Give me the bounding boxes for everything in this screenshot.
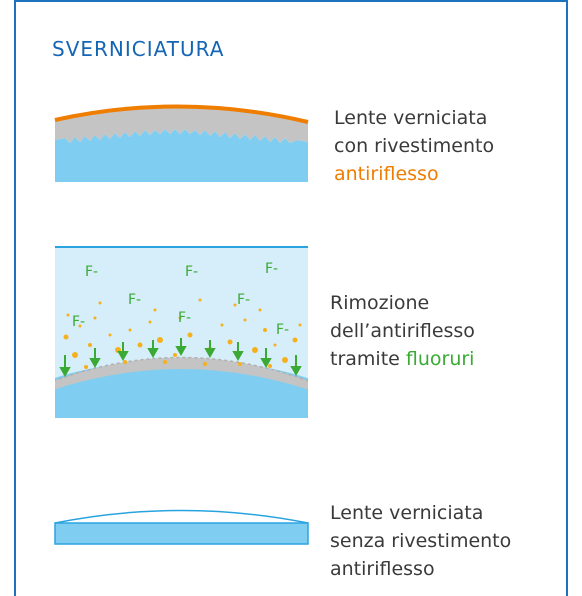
step2-line3-prefix: tramite [330, 348, 406, 370]
fluoride-bath: F- F- F- F- F- F- F- F- [55, 246, 308, 418]
ion-label: F- [185, 264, 198, 280]
ar-coating-line [54, 104, 309, 124]
step1-line2: con rivestimento [334, 135, 495, 157]
panel-frame [14, 0, 568, 596]
ion-label: F- [72, 314, 85, 330]
lens-body-1 [55, 129, 308, 182]
step2-caption: Rimozione dell’antiriflesso tramite fluo… [330, 289, 475, 373]
lens-with-coating [54, 104, 309, 182]
step2-line1: Rimozione [330, 292, 430, 314]
step2-line3: tramite fluoruri [330, 345, 475, 373]
lens-cap-3 [54, 509, 309, 524]
step1-highlight: antiriflesso [334, 163, 439, 185]
varnish-layer-2 [55, 357, 308, 390]
step3-line3: antiriflesso [330, 558, 435, 580]
step2-line2: dell’antiriflesso [330, 320, 475, 342]
step3-caption: Lente verniciata senza rivestimento anti… [330, 499, 511, 583]
page-title: SVERNICIATURA [52, 37, 225, 61]
ion-label: F- [265, 261, 278, 277]
ion-label: F- [178, 310, 191, 326]
ion-label: F- [276, 322, 289, 338]
fluoride-ion-labels: F- F- F- F- F- F- F- F- [72, 261, 289, 338]
step3-line1: Lente verniciata [330, 502, 484, 524]
lens-body-2 [55, 360, 308, 418]
step1-line1: Lente verniciata [334, 107, 488, 129]
step2-highlight: fluoruri [405, 348, 475, 370]
ion-label: F- [237, 292, 250, 308]
lens-without-coating [54, 509, 309, 545]
varnish-layer-1 [55, 106, 308, 143]
step3-line2: senza rivestimento [330, 530, 512, 552]
step1-caption: Lente verniciata con rivestimento antiri… [334, 104, 494, 188]
lens-body-3 [54, 522, 309, 545]
ion-label: F- [128, 292, 141, 308]
ion-label: F- [85, 264, 98, 280]
fluoride-arrows [59, 338, 302, 378]
